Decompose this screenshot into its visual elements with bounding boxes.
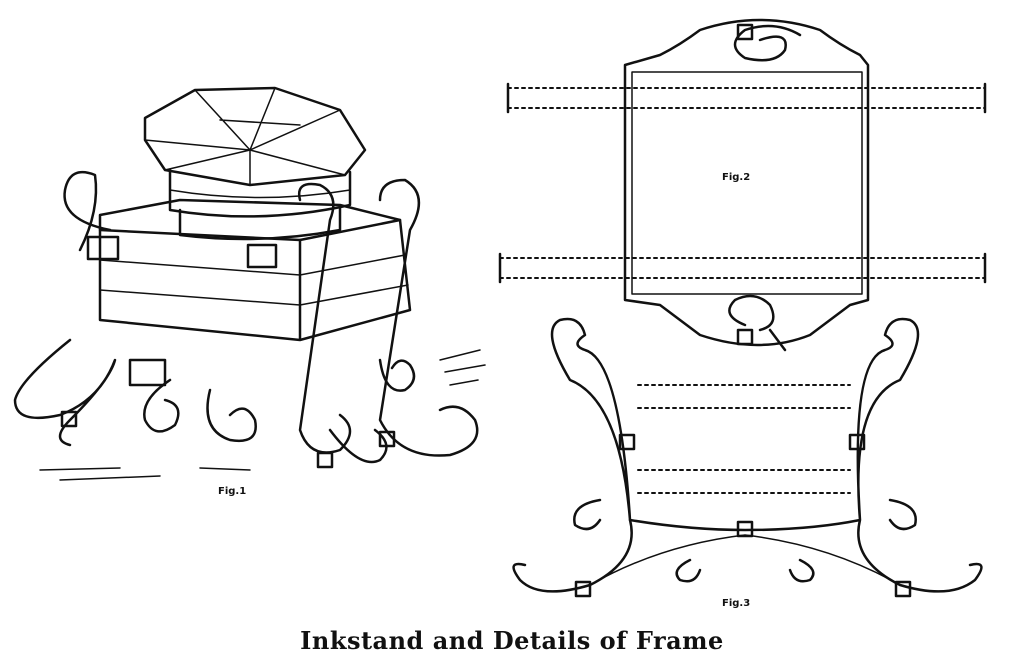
fig2-label: Fig.2 [722, 172, 751, 183]
fig1-label: Fig.1 [218, 486, 247, 497]
fig2-frame-drawing [498, 18, 987, 352]
fig3-frame-drawing [512, 317, 983, 598]
figure-caption: Inkstand and Details of Frame [300, 626, 724, 655]
inkstand-drawing [13, 86, 486, 481]
fig3-label: Fig.3 [722, 598, 751, 609]
